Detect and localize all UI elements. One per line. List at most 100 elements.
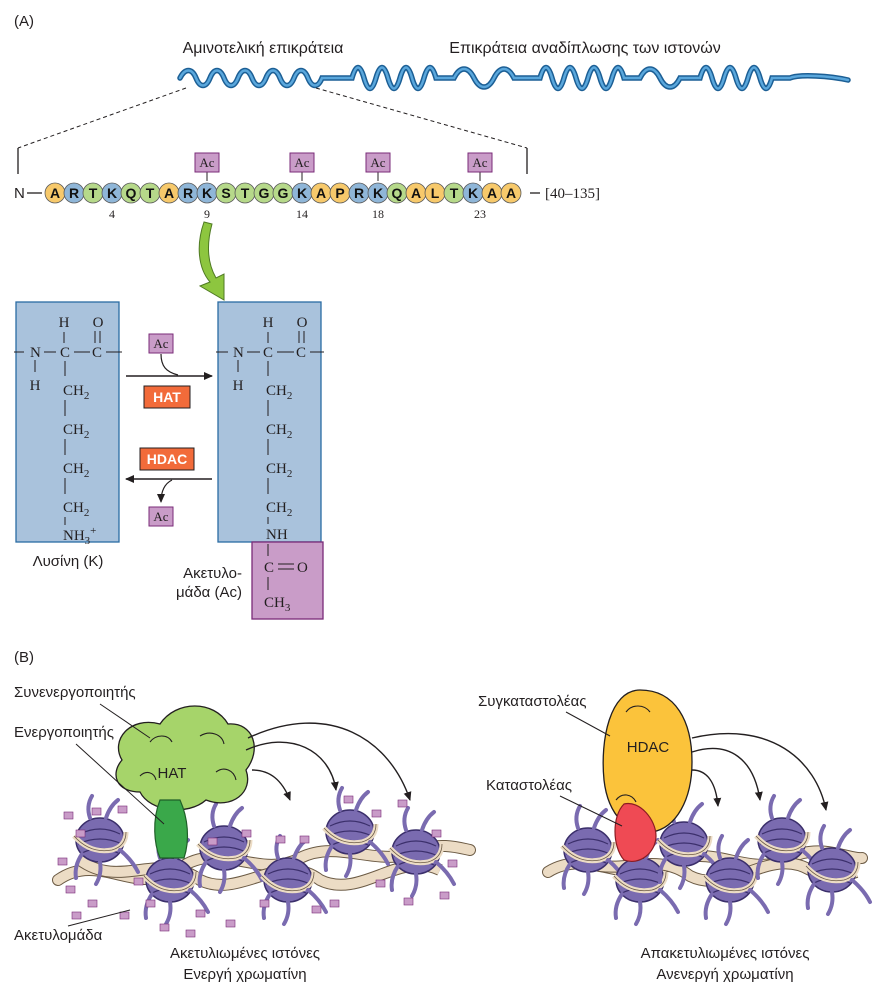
acetyl-mark <box>65 885 76 894</box>
acetyl-mark <box>431 829 442 838</box>
svg-text:CH2: CH2 <box>63 500 89 519</box>
acetyl-mark <box>75 829 86 838</box>
zoom-dash-left <box>17 87 187 149</box>
svg-text:Ac: Ac <box>472 155 487 170</box>
svg-text:Ac: Ac <box>153 336 168 351</box>
hdac-enzyme-box <box>139 447 195 471</box>
acetyl-mark <box>63 811 74 820</box>
repressor-shape <box>614 802 657 862</box>
acetyl-mark <box>311 905 322 914</box>
svg-text:N: N <box>30 345 41 361</box>
acetyl-mark <box>403 897 414 906</box>
residue-letter: A <box>50 185 60 201</box>
acetyl-group-label-1: Ακετυλο- <box>183 565 242 582</box>
hat-label: HAT <box>158 765 187 782</box>
hdac-corepressor <box>602 689 693 834</box>
svg-text:H: H <box>263 315 274 331</box>
histone-fold-domain-label: Επικράτεια αναδίπλωσης των ιστονών <box>449 40 720 57</box>
svg-text:NH: NH <box>266 527 288 543</box>
panel-b-label: (B) <box>14 649 34 666</box>
lysine-box <box>15 301 120 543</box>
position-23: 23 <box>474 207 486 221</box>
residue-letter: A <box>506 185 516 201</box>
acetyl-mark <box>57 857 68 866</box>
activator-label: Ενεργοποιητής <box>14 724 114 741</box>
hat-action-arrows <box>245 722 412 801</box>
position-18: 18 <box>372 207 384 221</box>
acetyl-mark <box>259 899 270 908</box>
acetyl-marks <box>57 795 458 938</box>
n-terminal-domain-label: Αμινοτελική επικράτεια <box>183 40 344 57</box>
svg-text:CH2: CH2 <box>266 500 292 519</box>
acetyl-mark <box>207 837 218 846</box>
n-terminus-label: N <box>14 185 25 202</box>
green-arrow-icon <box>198 221 225 301</box>
acetyllysine-structure: H O N C C H CH2 CH2 CH2 CH2 NH C O CH3 <box>216 315 324 614</box>
svg-text:C: C <box>263 345 273 361</box>
svg-text:CH2: CH2 <box>63 383 89 402</box>
acetyl-mark <box>145 899 156 908</box>
acetyl-mark <box>329 899 340 908</box>
svg-text:O: O <box>93 315 104 331</box>
svg-text:H: H <box>59 315 70 331</box>
residue-bead <box>500 182 522 204</box>
coactivator-label: Συνενεργοποιητής <box>14 684 136 701</box>
residue-letter: T <box>146 185 155 201</box>
svg-text:O: O <box>297 315 308 331</box>
svg-text:Ac: Ac <box>370 155 385 170</box>
ac-tag-k9: Ac <box>194 152 220 181</box>
acetyl-mark <box>133 877 144 886</box>
acetyl-mark <box>371 809 382 818</box>
svg-text:C: C <box>264 560 274 576</box>
position-14: 14 <box>296 207 308 221</box>
acetyl-mark <box>195 909 206 918</box>
svg-text:O: O <box>297 560 308 576</box>
residue-letter: K <box>107 185 117 201</box>
acetyl-mark <box>375 879 386 888</box>
svg-text:CH2: CH2 <box>266 422 292 441</box>
active-chromatin-caption: Ενεργή χρωματίνη <box>183 966 306 983</box>
residue-letter: K <box>297 185 307 201</box>
residue-letter: P <box>335 185 344 201</box>
acetyl-mark <box>343 795 354 804</box>
svg-text:CH3: CH3 <box>264 595 291 614</box>
svg-text:Ac: Ac <box>294 155 309 170</box>
acetylated-histones-caption: Ακετυλιωμένες ιστόνες <box>170 945 320 962</box>
acetyl-mark <box>241 829 252 838</box>
residue-letter: R <box>354 185 364 201</box>
svg-text:CH2: CH2 <box>63 461 89 480</box>
acetyl-mark <box>447 859 458 868</box>
residue-letter: K <box>202 185 212 201</box>
svg-text:Ac: Ac <box>153 509 168 524</box>
lysine-label: Λυσίνη (K) <box>33 553 104 570</box>
position-9: 9 <box>204 207 210 221</box>
panel-a-label: (A) <box>14 13 34 30</box>
hdac-action-arrows <box>691 732 829 811</box>
sequence-bracket <box>17 148 528 174</box>
residue-letter: T <box>241 185 250 201</box>
deacetylated-histones-caption: Απακετυλιωμένες ιστόνες <box>641 945 810 962</box>
svg-text:H: H <box>30 378 41 394</box>
svg-text:NH3+: NH3+ <box>63 525 96 547</box>
acetyl-group-box <box>251 541 324 620</box>
acetyl-mark <box>439 891 450 900</box>
acetyl-mark <box>117 805 128 814</box>
residue-letter: A <box>164 185 174 201</box>
corepressor-label: Συγκαταστολέας <box>478 693 586 710</box>
hat-coactivator <box>115 705 255 811</box>
acetyl-group-pointer-label: Ακετυλομάδα <box>14 927 103 944</box>
residue-letter: K <box>468 185 478 201</box>
hdac-label: HDAC <box>627 739 670 756</box>
acetyl-mark <box>119 911 130 920</box>
residue-letter: G <box>259 185 270 201</box>
residue-letter: T <box>89 185 98 201</box>
residue-letter: Q <box>392 185 403 201</box>
residue-letter: A <box>487 185 497 201</box>
deacetylated-chromatin <box>542 796 870 924</box>
acetyl-mark <box>397 799 408 808</box>
residue-letter: A <box>316 185 326 201</box>
residue-letter: G <box>278 185 289 201</box>
acetyl-mark <box>71 911 82 920</box>
residue-letter: Q <box>126 185 137 201</box>
